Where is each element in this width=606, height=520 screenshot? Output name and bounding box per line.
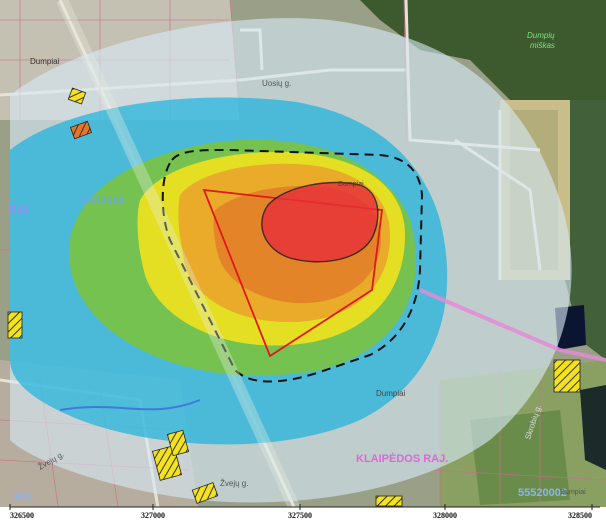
label-road-top: Uosių g. bbox=[262, 79, 291, 88]
label-district-bl: RAI bbox=[14, 491, 33, 503]
railway-band bbox=[56, 0, 306, 520]
dispersion-zones bbox=[10, 18, 572, 503]
label-dumpiai-center: Dumpiai bbox=[338, 181, 364, 188]
label-dumpiai-nw: Dumpiai bbox=[30, 57, 60, 66]
sanitary-zone-boundary bbox=[161, 148, 424, 383]
x-tick-label: 328500 bbox=[568, 511, 592, 520]
label-dumpiai-south: Dumpiai bbox=[376, 389, 406, 398]
map-labels: Dumpiai Dumpių miškas Uosių g. Dumpiai D… bbox=[8, 31, 586, 503]
label-road-south: Žvejų g. bbox=[220, 479, 248, 488]
x-tick-label: 326500 bbox=[10, 511, 34, 520]
x-tick-label: 327500 bbox=[288, 511, 312, 520]
label-dumpiu-miskas-2: miškas bbox=[530, 41, 555, 50]
label-district-br: 55520002 bbox=[518, 487, 567, 499]
highway-line bbox=[419, 288, 606, 362]
river-line bbox=[59, 399, 201, 411]
label-dumpiu-miskas: Dumpių bbox=[527, 31, 555, 40]
label-district-center: 5552000 bbox=[82, 195, 125, 207]
x-tick-label: 328000 bbox=[433, 511, 457, 520]
zone-red bbox=[261, 181, 379, 263]
label-district-left: RAI bbox=[8, 203, 29, 217]
x-tick-label: 327000 bbox=[141, 511, 165, 520]
label-district-south: KLAIPĖDOS RAJ. bbox=[356, 452, 448, 465]
hatched-parcels bbox=[7, 87, 581, 507]
label-ne-zone: Dumpiai bbox=[560, 489, 586, 496]
x-axis: 326500 327000 327500 328000 328500 bbox=[0, 504, 606, 520]
